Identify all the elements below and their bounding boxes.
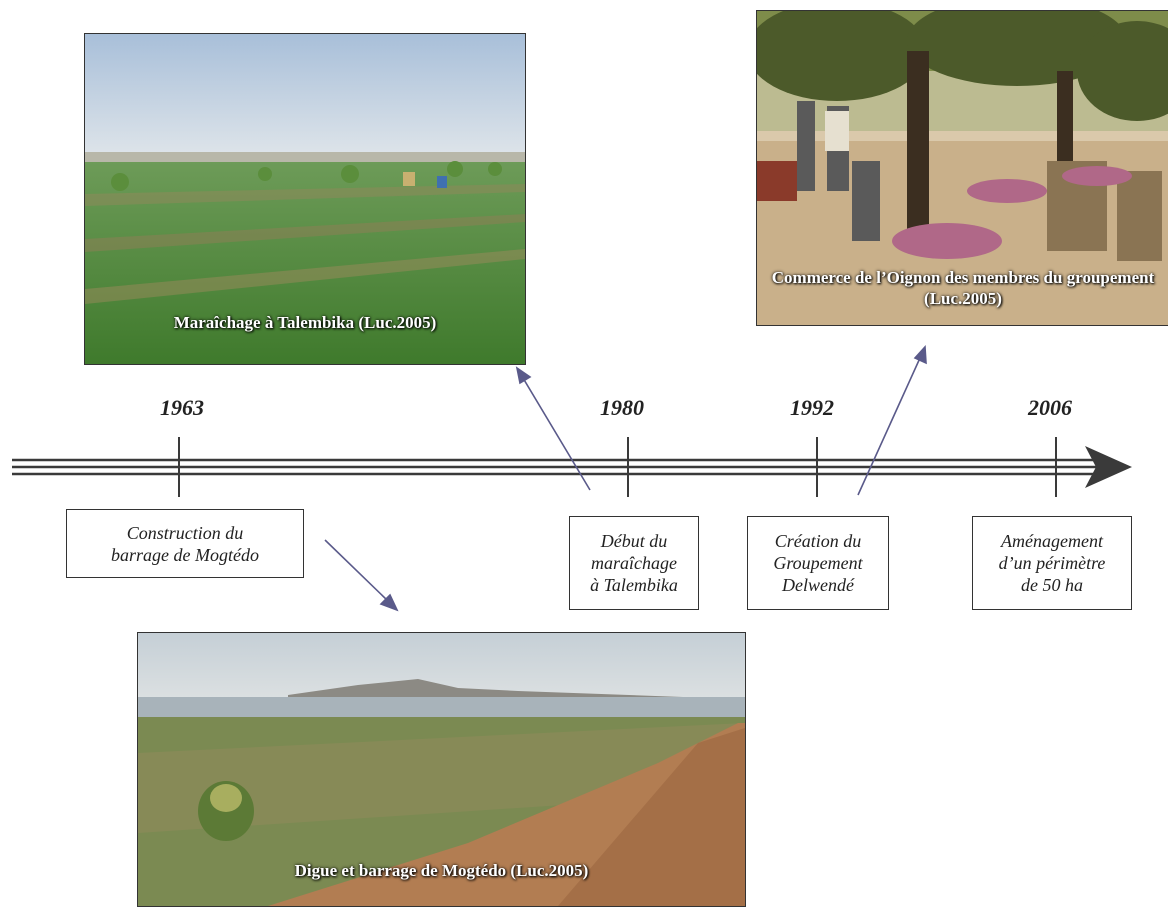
photo-maraichage: Maraîchage à Talembika (Luc.2005) — [84, 33, 526, 365]
event-box-1992: Création du Groupement Delwendé — [747, 516, 889, 610]
year-label-1992: 1992 — [790, 395, 834, 420]
year-label-1980: 1980 — [600, 395, 644, 420]
photo-commerce: Commerce de l’Oignon des membres du grou… — [756, 10, 1168, 326]
timeline-axis — [12, 458, 1100, 476]
field-landscape-image — [85, 34, 525, 364]
photo-digue: Digue et barrage de Mogtédo (Luc.2005) — [137, 632, 746, 907]
dam-landscape-image — [138, 633, 745, 906]
photo-caption: Commerce de l’Oignon des membres du grou… — [771, 268, 1155, 308]
event-box-2006: Aménagement d’un périmètre de 50 ha — [972, 516, 1132, 610]
event-box-1963: Construction du barrage de Mogtédo — [66, 509, 304, 578]
event-label: Construction du barrage de Mogtédo — [111, 522, 259, 565]
photo-caption: Digue et barrage de Mogtédo (Luc.2005) — [294, 861, 589, 880]
arrow-to-digue-photo — [324, 539, 399, 612]
event-box-1980: Début du maraîchage à Talembika — [569, 516, 699, 610]
photo-caption: Maraîchage à Talembika (Luc.2005) — [173, 313, 437, 332]
year-label-1963: 1963 — [160, 395, 204, 420]
event-label: Début du maraîchage à Talembika — [590, 531, 678, 595]
event-label: Création du Groupement Delwendé — [773, 531, 863, 595]
arrow-to-commerce-photo — [857, 345, 927, 496]
timeline-arrowhead — [1085, 446, 1132, 488]
market-scene-image — [757, 11, 1168, 325]
event-label: Aménagement d’un périmètre de 50 ha — [998, 531, 1106, 595]
year-label-2006: 2006 — [1028, 395, 1072, 420]
arrow-to-maraichage-photo — [515, 366, 591, 491]
